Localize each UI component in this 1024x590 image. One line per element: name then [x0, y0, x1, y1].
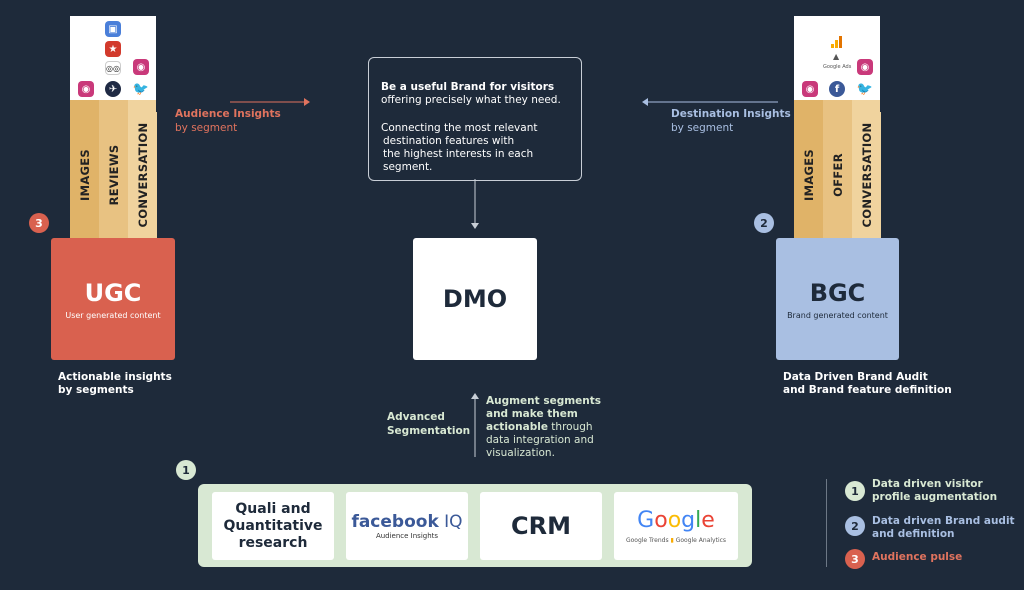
bgc-badge: 2	[754, 213, 774, 233]
twitter-icon: 🐦	[132, 81, 150, 97]
google-logo: Google	[637, 507, 715, 533]
google-ads-label: Google Ads	[823, 64, 852, 70]
destination-arrow	[642, 98, 778, 106]
segmentation-label-1: Advanced	[387, 411, 445, 423]
augment-text: Augment segments and make them actionabl…	[486, 395, 602, 459]
bgc-caption-2: and Brand feature definition	[783, 384, 952, 396]
facebook-iq-logo: facebook IQ	[351, 512, 463, 532]
google-analytics-label: Google Analytics	[675, 536, 727, 544]
bgc-title: BGC	[809, 278, 866, 307]
statement-line2: offering precisely what they need.	[381, 94, 561, 106]
right-strip-offer: OFFER	[823, 112, 852, 238]
statement-to-dmo-arrow	[471, 179, 479, 229]
instagram-icon: ◉	[78, 81, 94, 97]
google-box: Google Google Trends ▮ Google Analytics	[614, 492, 738, 560]
statement-line5: the highest interests in each segment.	[383, 148, 534, 173]
legend-item-1-line1: Data driven visitor	[872, 478, 983, 490]
right-strips-top	[794, 100, 880, 112]
legend-item-3-line1: Audience pulse	[872, 551, 963, 563]
instagram-icon: ◉	[802, 81, 818, 97]
facebook-icon: f	[829, 81, 845, 97]
research-box: Quali and Quantitative research	[212, 492, 334, 560]
audience-insights-label: Audience Insights	[175, 108, 281, 120]
google-trends-label: Google Trends	[625, 536, 669, 544]
statement-line1: Be a useful Brand for visitors	[381, 81, 555, 93]
legend-badge-2: 2	[845, 516, 865, 536]
tripadvisor-icon: ◎◎	[105, 61, 121, 75]
dmo-box: DMO	[413, 238, 537, 360]
ugc-title: UGC	[84, 278, 142, 307]
destination-insights-label: Destination Insights	[671, 108, 791, 120]
ugc-subtitle: User generated content	[65, 310, 161, 320]
legend-item-1-line2: profile augmentation	[872, 491, 998, 503]
ugc-caption-2: by segments	[58, 384, 134, 396]
center-statement-box: Be a useful Brand for visitors offering …	[368, 57, 582, 181]
sources-badge: 1	[176, 460, 196, 480]
dmo-title: DMO	[442, 285, 508, 313]
legend-divider	[826, 479, 827, 567]
google-analytics-icon: ▮	[670, 536, 676, 544]
bgc-caption-1: Data Driven Brand Audit	[783, 371, 928, 383]
yelp-icon: ★	[105, 41, 121, 57]
legend-item-2-line1: Data driven Brand audit	[872, 515, 1015, 527]
facebook-iq-box: facebook IQ Audience Insights	[346, 492, 468, 560]
google-my-business-icon: ▣	[105, 21, 121, 37]
right-strip-images: IMAGES	[794, 112, 823, 238]
crm-label: CRM	[511, 512, 571, 540]
bgc-box: BGC Brand generated content	[776, 238, 899, 360]
left-strip-images: IMAGES	[70, 112, 99, 238]
legend-item-2-line2: and definition	[872, 528, 955, 540]
twitter-icon: 🐦	[856, 81, 874, 97]
instagram-icon: ◉	[857, 59, 873, 75]
ugc-caption-1: Actionable insights	[58, 371, 172, 383]
left-strip-conversation: CONVERSATION	[128, 112, 157, 238]
audience-arrow	[230, 98, 310, 106]
google-ads-icon: ▲	[833, 52, 840, 61]
statement-line4: destination features with	[383, 135, 515, 147]
destination-insights-sub: by segment	[671, 122, 734, 134]
ugc-box: UGC User generated content	[51, 238, 175, 360]
right-strips: IMAGES OFFER CONVERSATION	[794, 112, 881, 238]
facebook-iq-sub: Audience Insights	[375, 532, 439, 540]
right-strip-conversation: CONVERSATION	[852, 112, 881, 238]
legend-badge-3: 3	[845, 549, 865, 569]
left-icon-panel: ▣ ★ ◎◎ ◉ ◉ ✈ 🐦	[70, 16, 156, 100]
bgc-subtitle: Brand generated content	[787, 310, 888, 320]
segmentation-label-2: Segmentation	[387, 425, 471, 437]
left-strip-reviews: REVIEWS	[99, 112, 128, 238]
left-strips: IMAGES REVIEWS CONVERSATION	[70, 112, 157, 238]
crm-box: CRM	[480, 492, 602, 560]
segmentation-arrow	[471, 393, 479, 457]
legend-badge-1: 1	[845, 481, 865, 501]
google-analytics-icon	[831, 36, 843, 48]
audience-insights-sub: by segment	[175, 122, 238, 134]
ugc-badge: 3	[29, 213, 49, 233]
statement-line3: Connecting the most relevant	[381, 122, 538, 134]
instagram-icon: ◉	[133, 59, 149, 75]
right-icon-panel: ▲ Google Ads ◉ ◉ f 🐦	[794, 16, 880, 100]
left-strips-top	[70, 100, 156, 112]
expedia-icon: ✈	[105, 81, 121, 97]
